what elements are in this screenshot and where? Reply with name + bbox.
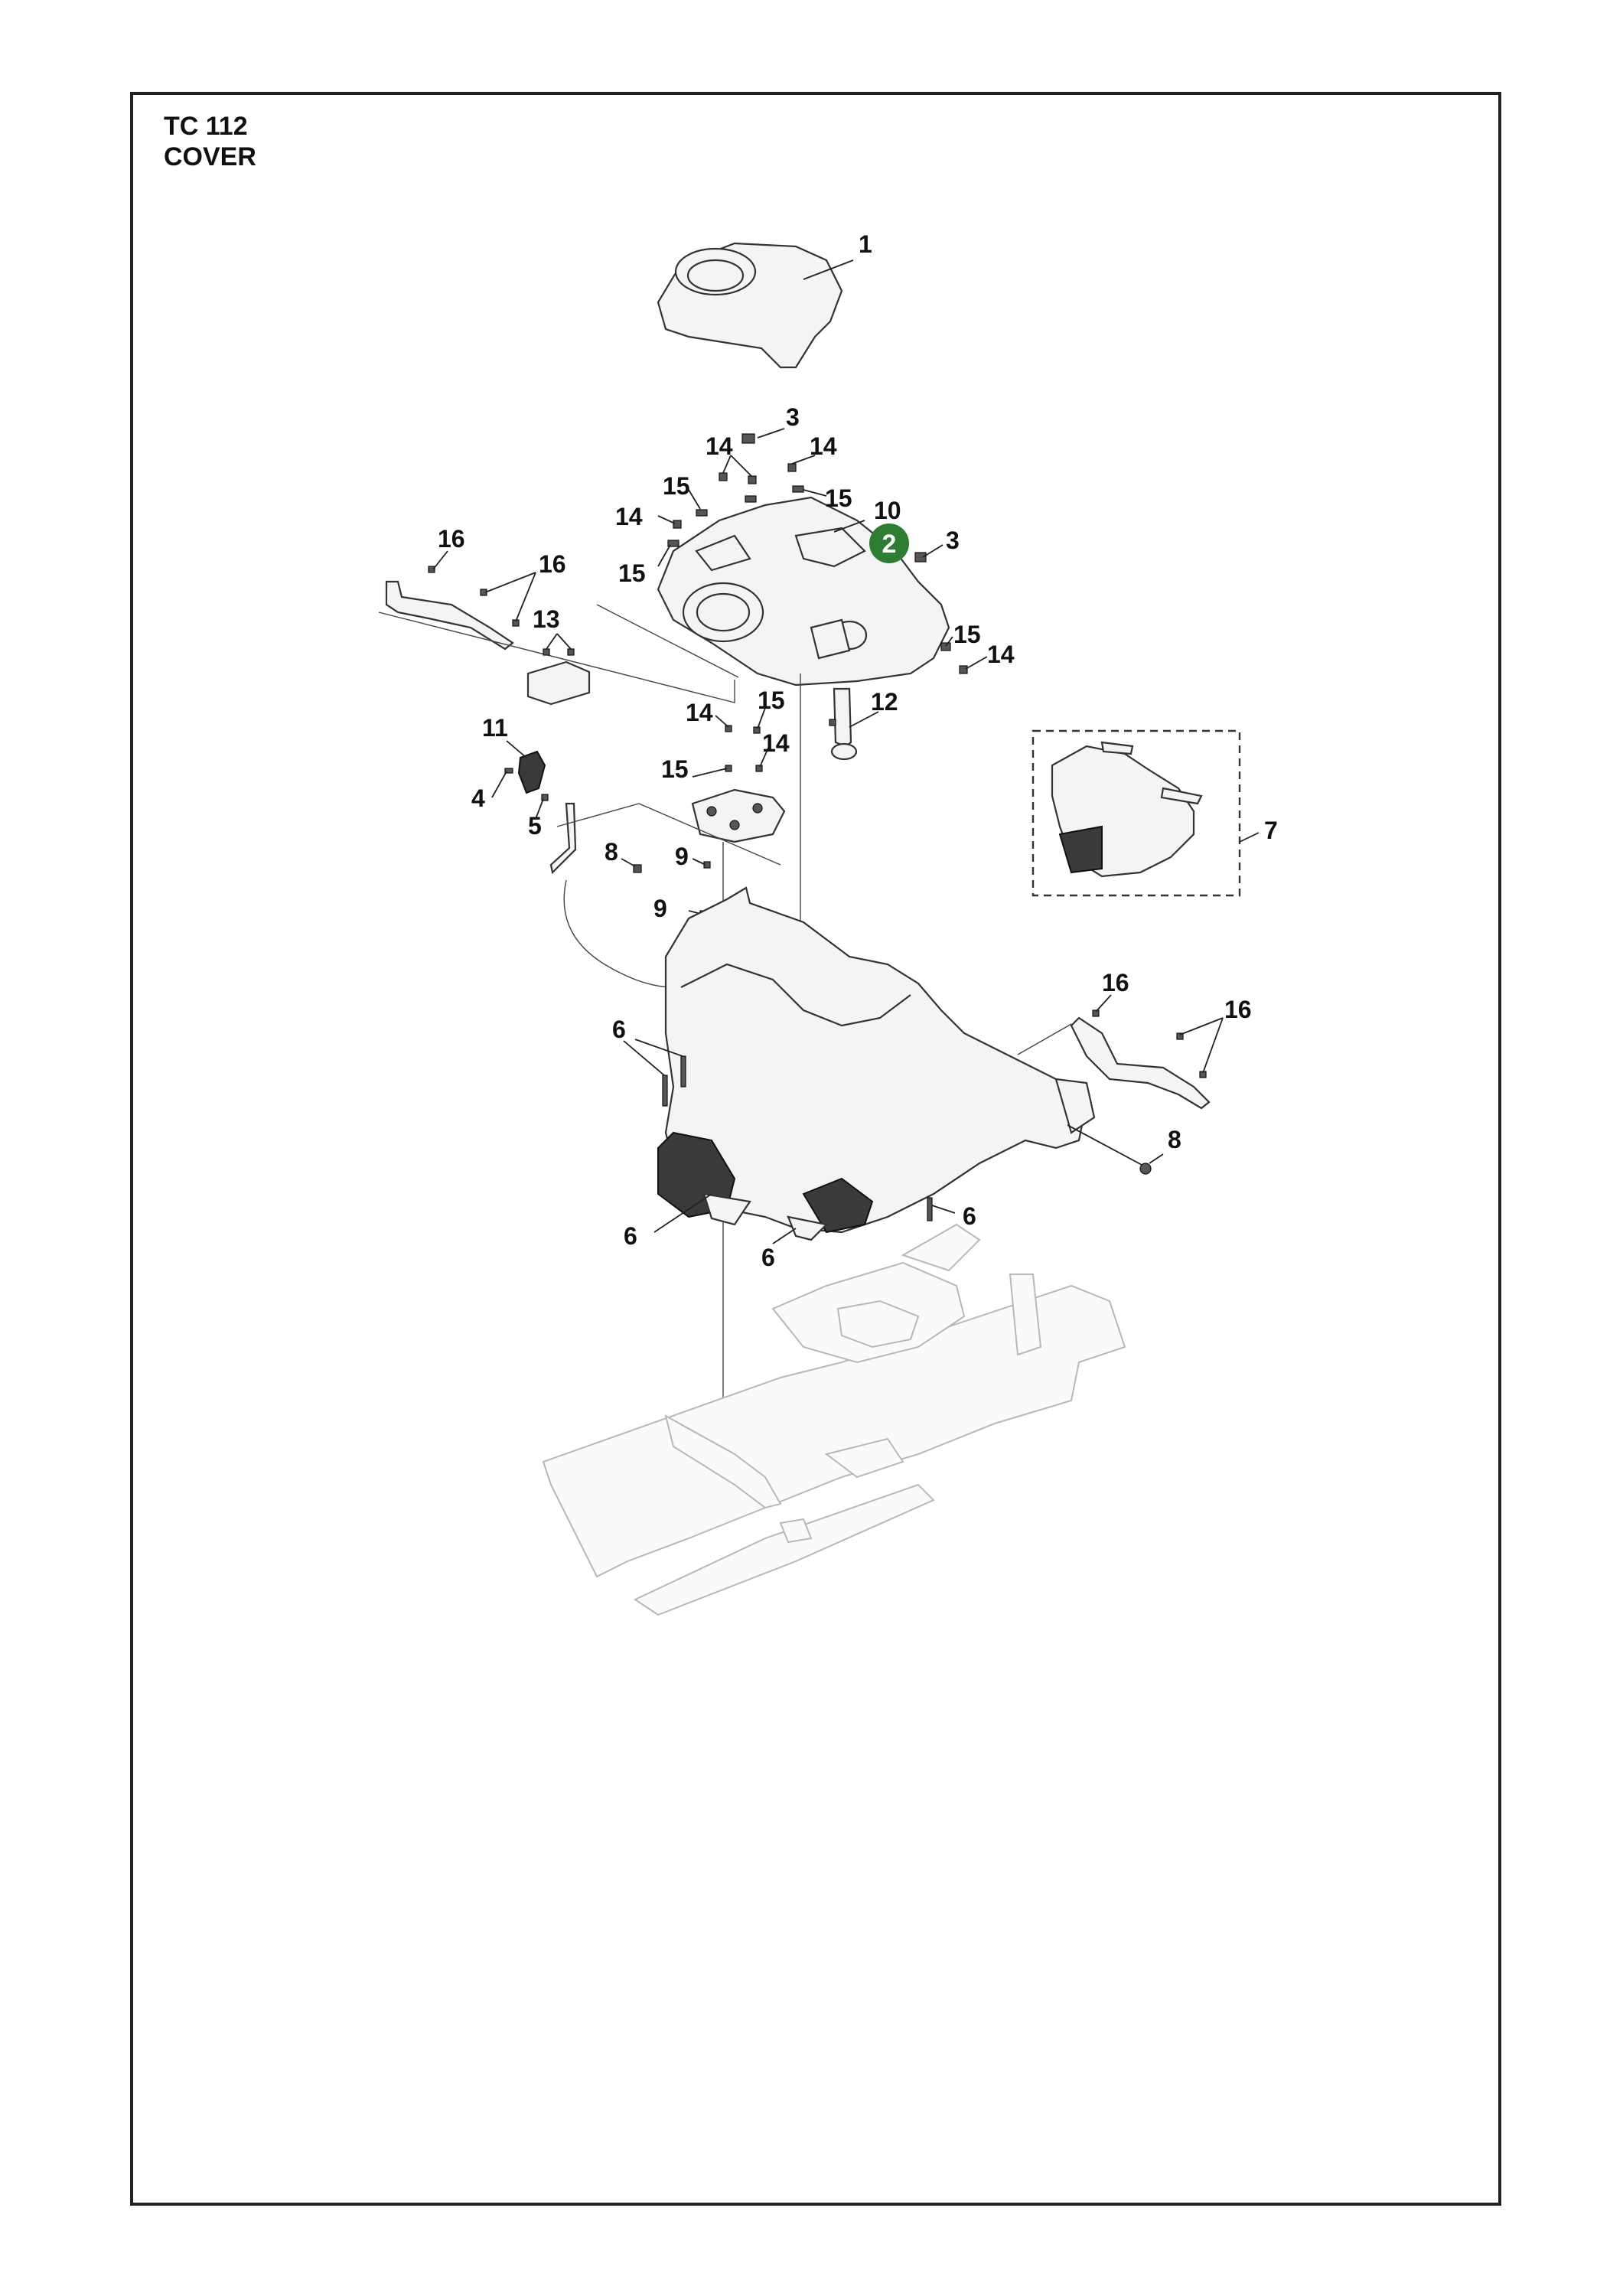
callout-15-d: 15 [953,621,981,648]
callout-6-a: 6 [612,1016,626,1043]
part-7-assembly-inset[interactable] [1051,741,1260,878]
callout-14-b: 14 [810,432,837,460]
section-name: COVER [164,142,256,171]
callout-3-right: 3 [946,527,960,554]
callout-15-e: 15 [758,687,785,714]
callout-14-d: 14 [987,641,1015,668]
callout-14-f: 14 [762,729,790,757]
callout-9-b: 9 [653,895,667,922]
callout-15-b: 15 [825,484,852,512]
page-title: TC 112 COVER [164,111,256,172]
callout-16-d: 16 [1224,996,1252,1023]
model-number: TC 112 [164,112,248,141]
drawing-border [130,92,1501,2206]
callout-8-b: 8 [1168,1126,1181,1153]
callout-12: 12 [871,688,898,716]
leader-10 [833,520,865,533]
callout-14-c: 14 [615,503,643,530]
callout-14-a: 14 [706,432,733,460]
part-13-module[interactable] [526,633,591,706]
callout-9-a: 9 [675,843,689,870]
callout-16-c: 16 [1102,969,1129,996]
part-mount-plate[interactable] [691,707,786,843]
fastener-8-lower [1067,1124,1164,1175]
callout-13: 13 [533,605,560,633]
fasteners-upper [657,428,988,674]
callout-10: 10 [874,497,901,524]
part-16-left-bracket[interactable] [385,550,536,651]
callout-1: 1 [859,230,872,258]
part-main-body[interactable] [657,886,1096,1241]
callout-6-d: 6 [963,1202,976,1230]
callout-2: 2 [882,530,897,559]
callout-4: 4 [471,784,485,812]
part-1-top-cover[interactable] [657,242,854,369]
callout-16-b: 16 [539,550,566,578]
part-7-inset-box [1031,729,1241,897]
callout-6-b: 6 [624,1222,637,1250]
callout-14-e: 14 [686,699,713,726]
assembly-guide-left-2 [596,604,739,678]
callout-11: 11 [482,714,508,742]
assembly-guide-left [378,612,735,703]
part-16-right-bracket[interactable] [1070,994,1224,1110]
callout-6-c: 6 [761,1244,775,1271]
chassis-frame-reference [542,1223,1126,1616]
assembly-guide-right [1017,1023,1072,1055]
callout-15-a: 15 [663,472,690,500]
callout-5: 5 [528,812,542,840]
part-12-mount[interactable] [829,687,879,761]
callout-8-a: 8 [605,838,618,866]
bolts-6 [623,1039,956,1244]
part-2-dash-panel[interactable] [657,496,950,687]
callout-15-c: 15 [618,559,646,587]
callout-15-f: 15 [661,755,689,783]
highlighted-part-marker[interactable]: 2 [869,523,909,563]
part-11-switch[interactable] [491,740,549,820]
callout-7: 7 [1264,817,1278,844]
callout-3-top: 3 [786,403,800,431]
callout-16-a: 16 [438,525,465,553]
